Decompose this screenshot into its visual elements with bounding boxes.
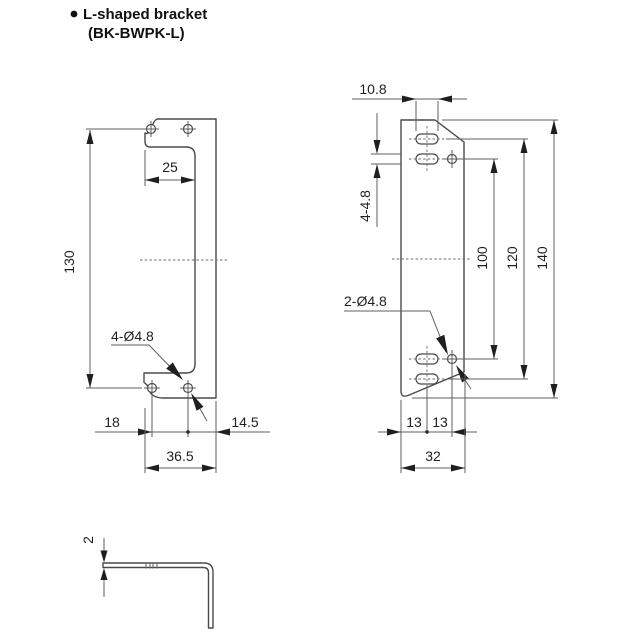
dim-36-5: 36.5 xyxy=(166,448,193,464)
title-block: L-shaped bracket (BK-BWPK-L) xyxy=(70,6,207,42)
dim-front-flange: 25 xyxy=(144,150,195,186)
profile-view: 2 xyxy=(80,536,214,629)
front-hole-callout: 4-Ø4.8 xyxy=(111,328,208,422)
dim-100: 100 xyxy=(474,246,490,270)
dim-side-pitches: 13 13 xyxy=(378,364,477,473)
dim-18: 18 xyxy=(104,414,120,430)
dim-10-8: 10.8 xyxy=(359,81,386,97)
side-view: 10.8 4-4.8 2-Ø4.8 100 120 xyxy=(344,81,558,473)
dim-130: 130 xyxy=(61,250,77,274)
dim-140: 140 xyxy=(534,246,550,270)
dim-front-height: 130 xyxy=(61,128,143,389)
dim-13-left: 13 xyxy=(406,414,422,430)
side-centerlines xyxy=(392,126,470,392)
bullet-icon xyxy=(70,10,78,18)
dim-side-heights: 100 120 140 xyxy=(412,119,558,399)
page-title: L-shaped bracket xyxy=(83,6,207,23)
profile-outline xyxy=(102,562,214,629)
profile-hole-marks xyxy=(145,562,158,569)
dim-32: 32 xyxy=(425,448,441,464)
dim-2: 2 xyxy=(80,536,96,544)
side-holes-label: 2-Ø4.8 xyxy=(344,293,387,309)
dim-14-5: 14.5 xyxy=(231,414,258,430)
dim-slot-width: 4-4.8 xyxy=(357,113,401,227)
front-hole-centermarks xyxy=(143,121,196,396)
front-outline xyxy=(143,118,217,399)
dim-13-right: 13 xyxy=(432,414,448,430)
dim-slot-length: 10.8 xyxy=(352,81,467,131)
side-hole-callout: 2-Ø4.8 xyxy=(344,293,472,390)
front-holes-label: 4-Ø4.8 xyxy=(111,328,154,344)
front-view: 130 25 4-Ø4.8 18 14.5 xyxy=(61,118,270,473)
model-number: (BK-BWPK-L) xyxy=(88,25,185,42)
dim-front-hole-offsets: 18 14.5 xyxy=(95,396,270,437)
dim-120: 120 xyxy=(504,246,520,270)
dim-front-width: 36.5 xyxy=(144,401,217,473)
dim-thickness: 2 xyxy=(80,536,108,597)
dim-side-width: 32 xyxy=(401,374,466,473)
side-outline xyxy=(400,119,465,397)
dim-25: 25 xyxy=(162,159,178,175)
dim-4-4-8: 4-4.8 xyxy=(357,190,373,222)
